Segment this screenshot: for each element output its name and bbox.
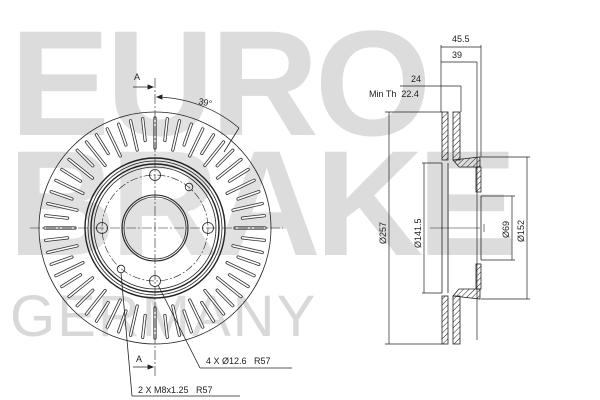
hat-diameter-dimension <box>481 156 530 300</box>
outer-diameter-label: Ø257 <box>378 222 388 244</box>
side-section-view <box>430 111 485 345</box>
watermark-euro: EURO <box>10 0 431 167</box>
threaded-holes-callout: 2 X M8x1.25 R57 <box>138 385 213 395</box>
center-bore-label: Ø69 <box>501 221 511 238</box>
section-marker-bottom-label: A <box>136 354 142 364</box>
center-bore-dimension <box>481 195 515 261</box>
inner-diameter-label: Ø141.5 <box>413 218 423 248</box>
thickness-label: 24 <box>411 74 421 84</box>
hat-diameter-label: Ø152 <box>516 220 526 242</box>
section-marker-bottom <box>133 364 155 370</box>
section-marker-top-label: A <box>134 72 140 82</box>
front-view-disc <box>30 78 283 378</box>
min-thickness-label: Min Th 22.4 <box>369 89 419 99</box>
angle-label: 39° <box>198 96 214 109</box>
overall-height-label: 45.5 <box>452 34 470 44</box>
section-marker-top <box>133 84 155 90</box>
threaded-holes-leader <box>120 272 240 397</box>
height-dimensions <box>385 45 482 345</box>
hat-height-label: 39 <box>452 50 462 60</box>
inner-diameter-dimension <box>422 162 442 294</box>
bolt-holes-leader <box>157 284 292 369</box>
angle-dimension <box>155 94 240 153</box>
bolt-holes-callout: 4 X Ø12.6 R57 <box>206 356 271 366</box>
